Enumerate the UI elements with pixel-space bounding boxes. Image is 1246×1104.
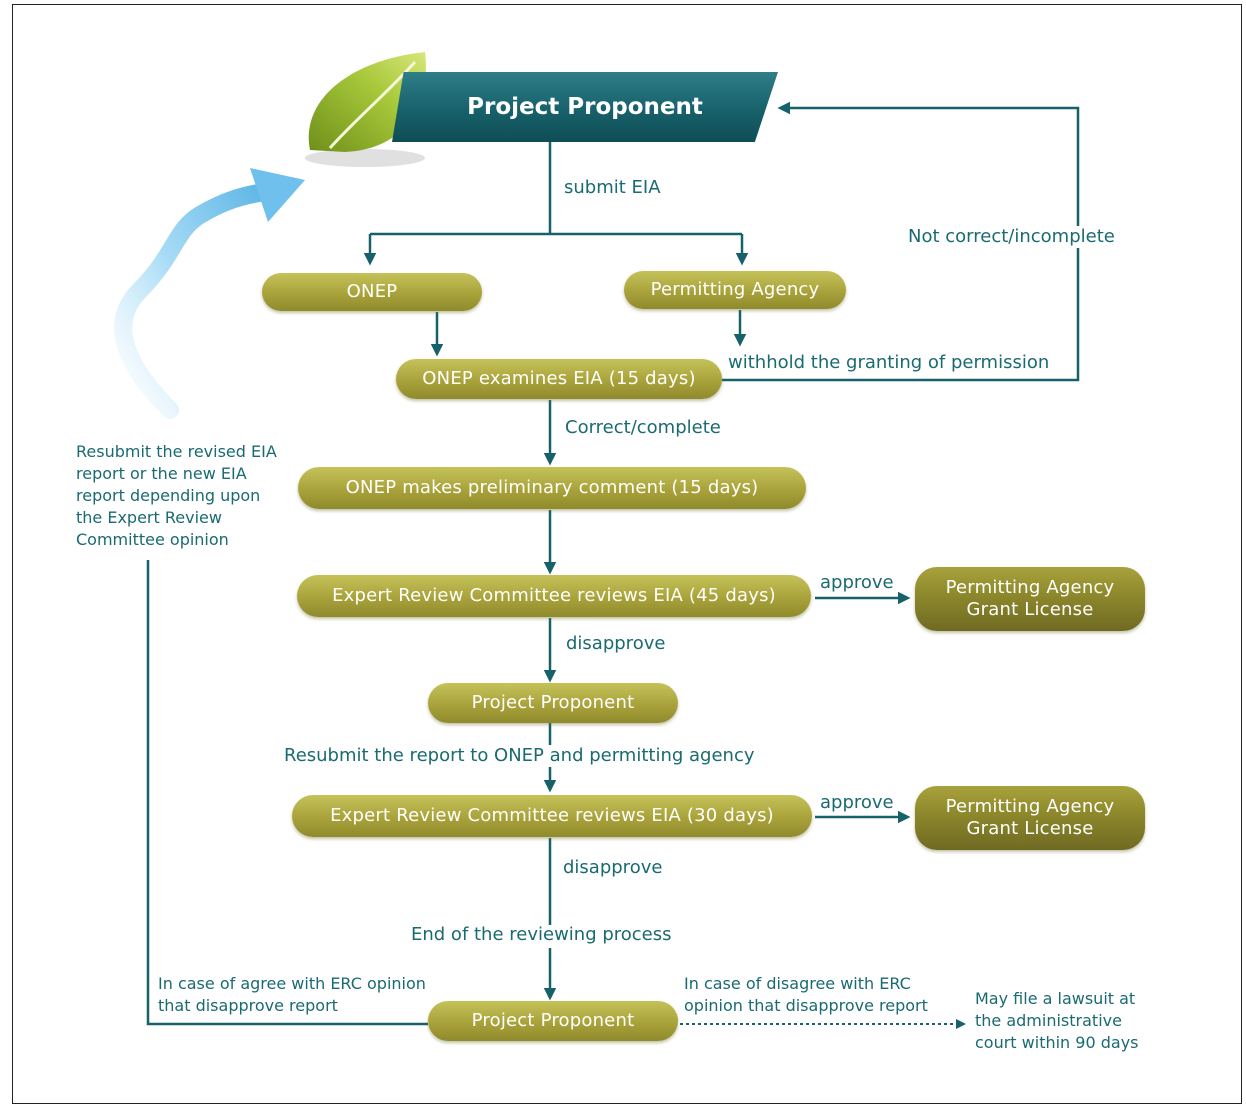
grant-license-line-2: Grant License: [966, 818, 1094, 839]
submit-eia-label: submit EIA: [564, 177, 661, 198]
grant-license-node-1: Permitting Agency Grant License: [915, 567, 1145, 631]
onep-preliminary-node: ONEP makes preliminary comment (15 days): [298, 467, 806, 509]
resubmit-revised-label: Resubmit the revised EIA report or the n…: [76, 442, 277, 549]
correct-complete-label: Correct/complete: [565, 417, 721, 438]
disapprove-label-2: disapprove: [563, 857, 663, 878]
project-proponent-node-3: Project Proponent: [428, 1001, 678, 1041]
grant-license-node-2: Permitting Agency Grant License: [915, 786, 1145, 850]
grant-license-line-2: Grant License: [966, 599, 1094, 620]
swirl-arrow-icon: [114, 168, 305, 419]
approve-label-1: approve: [820, 572, 894, 593]
erc-review-30-node: Expert Review Committee reviews EIA (30 …: [292, 795, 812, 837]
grant-license-line-1: Permitting Agency: [945, 577, 1115, 598]
withhold-label: withhold the granting of permission: [728, 352, 1050, 373]
onep-examines-node: ONEP examines EIA (15 days): [396, 359, 722, 399]
disapprove-label-1: disapprove: [566, 633, 666, 654]
permitting-agency-node: Permitting Agency: [624, 271, 846, 309]
approve-label-2: approve: [820, 792, 894, 813]
lawsuit-label: May file a lawsuit at the administrative…: [975, 989, 1139, 1052]
agree-case-label: In case of agree with ERC opinion that d…: [158, 974, 426, 1015]
end-of-review-label: End of the reviewing process: [411, 924, 672, 945]
not-correct-label: Not correct/incomplete: [906, 226, 1117, 248]
grant-license-line-1: Permitting Agency: [945, 796, 1115, 817]
disagree-case-label: In case of disagree with ERC opinion tha…: [684, 974, 928, 1015]
resubmit-report-label: Resubmit the report to ONEP and permitti…: [284, 745, 755, 767]
project-proponent-node-2: Project Proponent: [428, 683, 678, 723]
project-proponent-banner: Project Proponent: [392, 72, 778, 142]
erc-review-45-node: Expert Review Committee reviews EIA (45 …: [297, 575, 811, 617]
onep-node: ONEP: [262, 273, 482, 311]
